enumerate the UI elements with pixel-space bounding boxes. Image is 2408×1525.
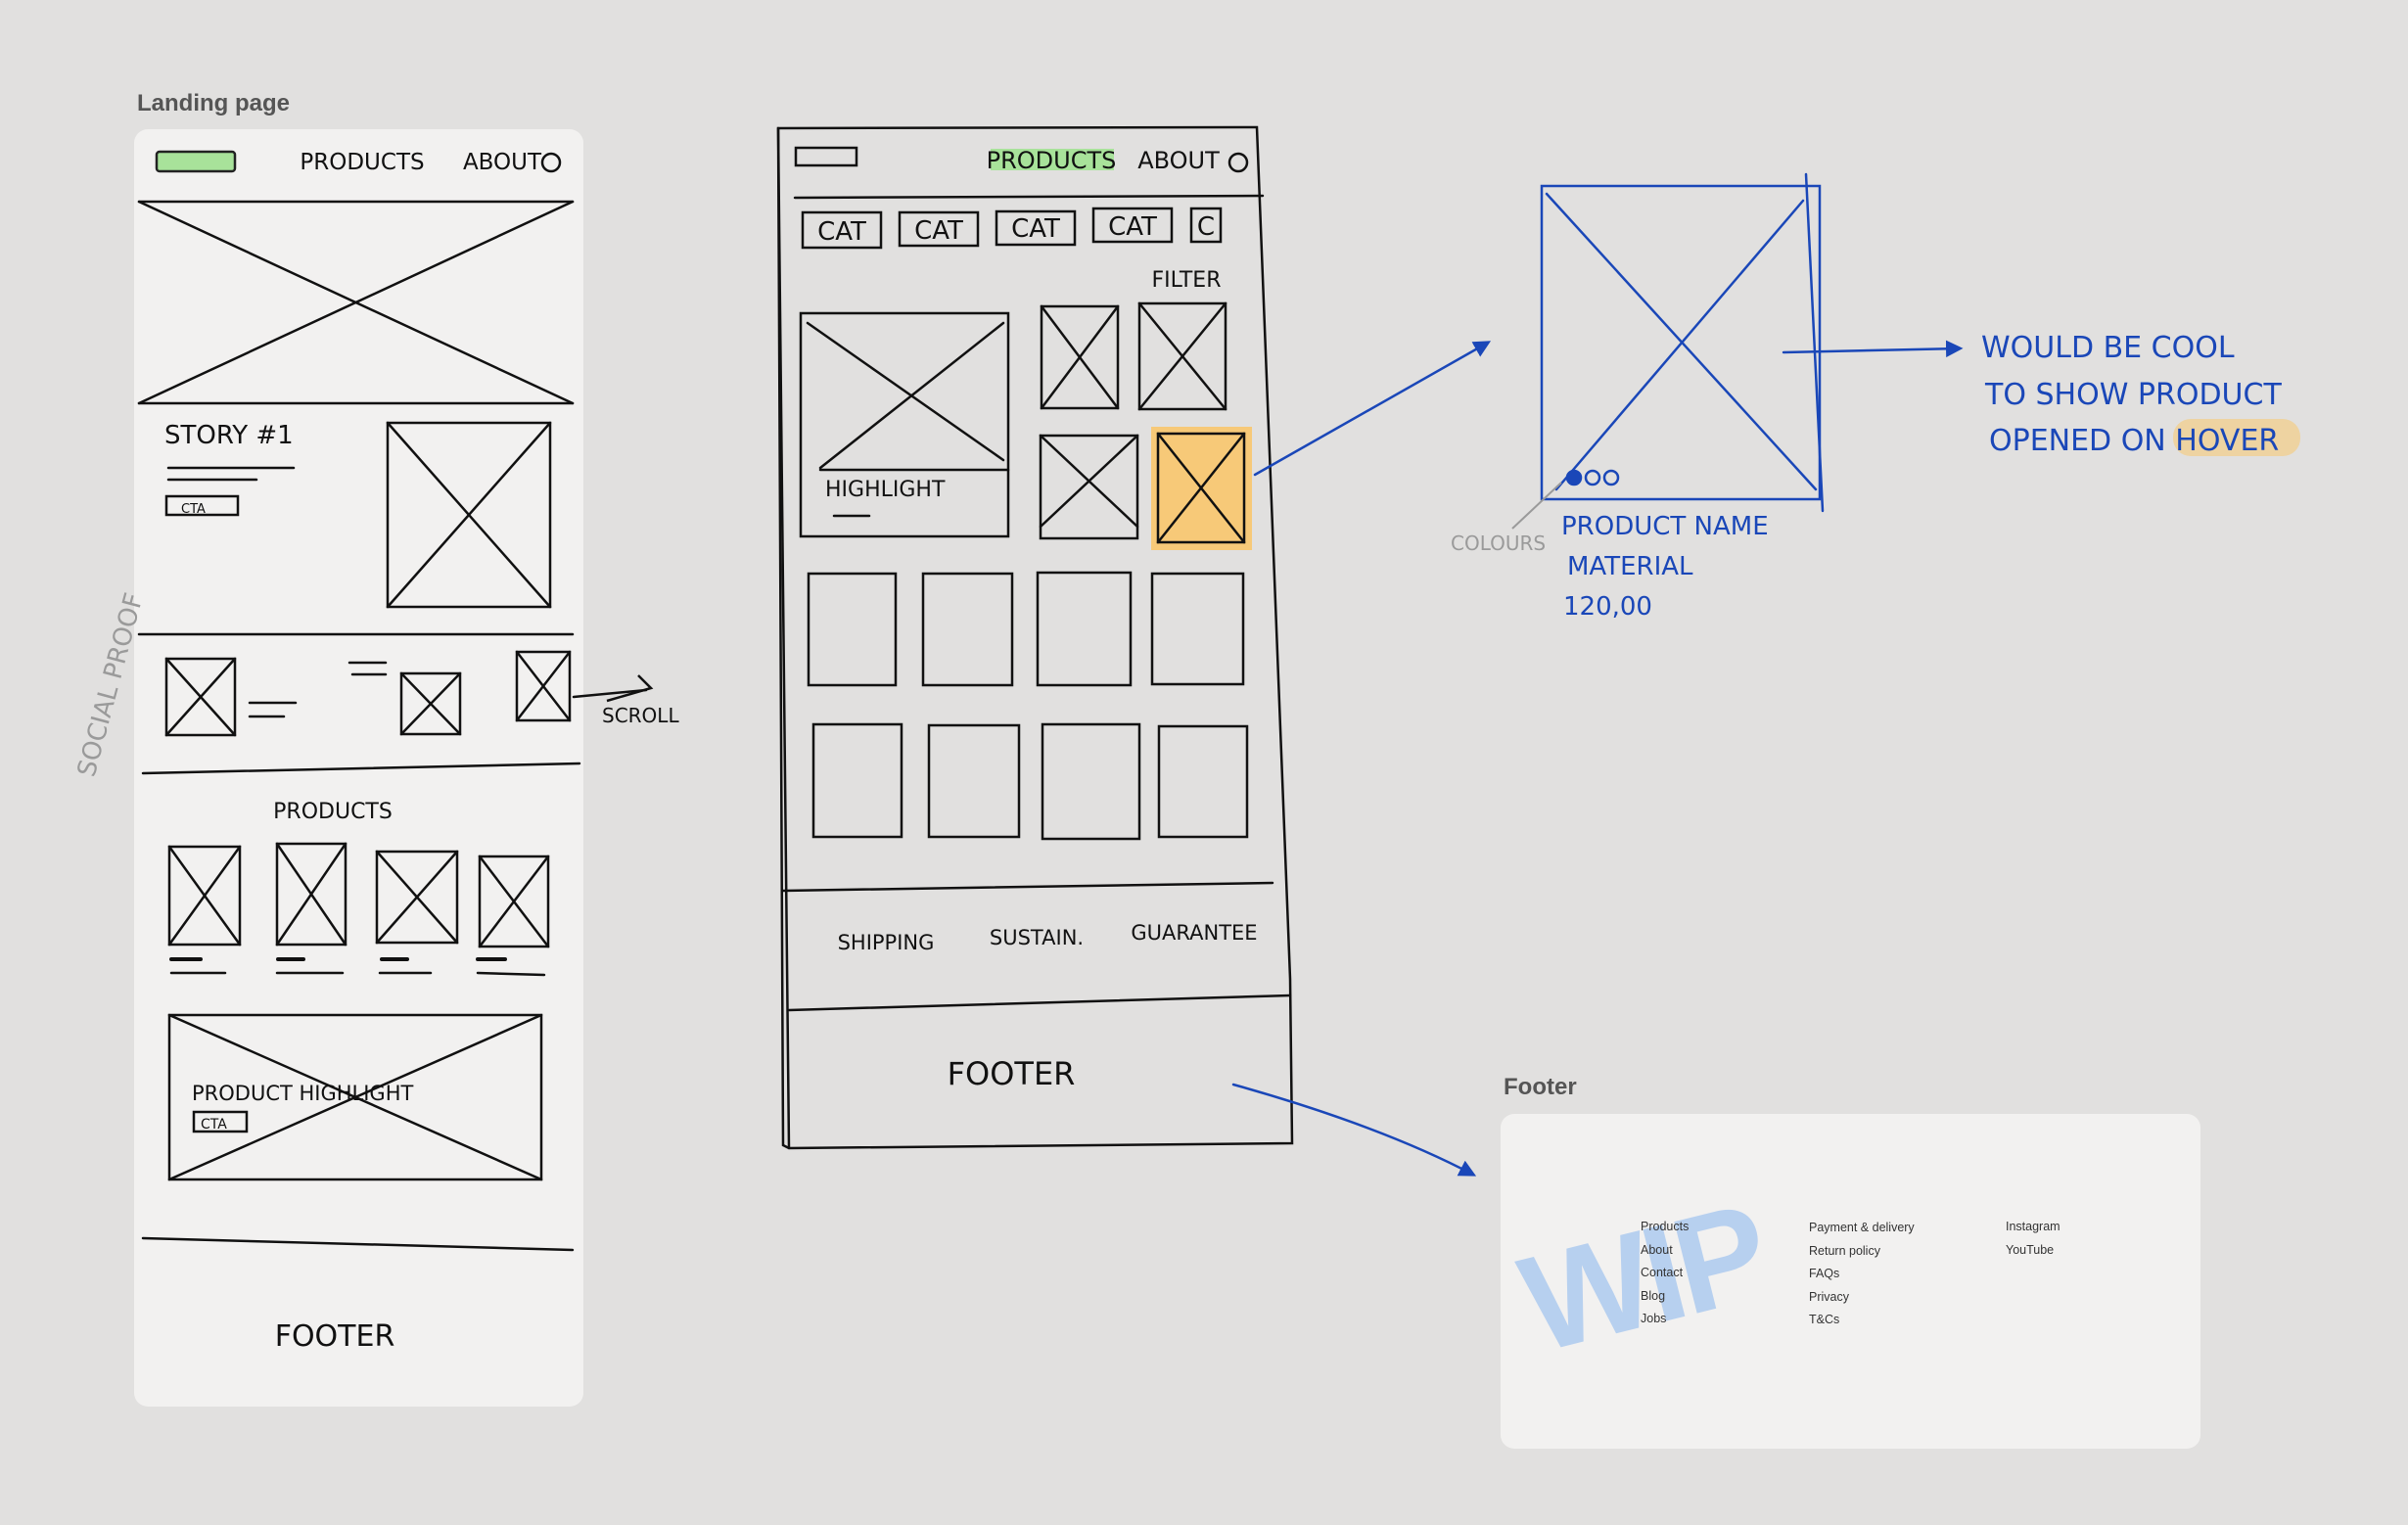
usp-guarantee: GUARANTEE [1131, 921, 1257, 945]
products-footer-label: FOOTER [948, 1055, 1076, 1092]
product-price-label: 120,00 [1563, 592, 1652, 622]
product-tile[interactable] [921, 572, 1014, 687]
product-tile[interactable] [1039, 434, 1139, 540]
highlight-label: HIGHLIGHT [825, 478, 946, 502]
cart-icon [540, 152, 562, 173]
category-chip[interactable] [801, 210, 883, 250]
scroll-arrow [606, 674, 654, 703]
landing-product-row [167, 842, 550, 977]
footer-arrow [1231, 1083, 1477, 1177]
active-nav-highlight [991, 149, 1114, 170]
category-label: C [1197, 212, 1215, 242]
product-tile[interactable] [807, 572, 898, 687]
story-title: STORY #1 [164, 421, 294, 450]
product-material-label: MATERIAL [1567, 552, 1693, 581]
story-cta-label: CTA [181, 502, 206, 517]
products-heading: PRODUCTS [273, 800, 393, 824]
story-image [386, 421, 552, 609]
social-proof-note: SOCIAL PROOF [72, 590, 150, 780]
footer-link[interactable]: Payment & delivery [1809, 1221, 1915, 1234]
note-arrow [1782, 340, 1964, 358]
product-highlight-label: PRODUCT HIGHLIGHT [192, 1082, 413, 1105]
social-proof-image [399, 671, 462, 736]
filter-label[interactable]: FILTER [1152, 268, 1222, 293]
product-tile-hovered[interactable] [1156, 432, 1246, 544]
footer-links-col2: Payment & delivery Return policy FAQs Pr… [1809, 1217, 1915, 1332]
story-cta-box[interactable] [164, 494, 240, 517]
footer-frame[interactable] [1501, 1114, 2200, 1449]
footer-link[interactable]: FAQs [1809, 1267, 1840, 1280]
footer-link[interactable]: About [1641, 1242, 1673, 1257]
product-tile[interactable] [1157, 724, 1249, 839]
highlight-cta-box[interactable] [192, 1110, 249, 1133]
products-nav-products[interactable]: PRODUCTS [987, 147, 1117, 174]
colours-pointer [1511, 482, 1562, 530]
footer-link[interactable]: YouTube [2006, 1242, 2055, 1257]
logo-placeholder [155, 150, 237, 173]
colour-swatch[interactable] [1584, 469, 1601, 486]
category-label: CAT [817, 217, 866, 247]
products-nav-about[interactable]: ABOUT [1137, 147, 1220, 174]
footer-link[interactable]: Contact [1641, 1266, 1684, 1279]
highlight-tile [799, 311, 1010, 538]
category-chip[interactable] [995, 209, 1077, 247]
footer-link[interactable]: Products [1641, 1220, 1690, 1233]
hover-word-highlight [2173, 419, 2300, 456]
landing-frame-label: Landing page [137, 90, 290, 116]
category-chip[interactable] [1091, 207, 1174, 244]
product-tile[interactable] [1150, 572, 1245, 686]
cart-icon [1227, 152, 1249, 173]
logo-placeholder [794, 146, 858, 167]
landing-footer-label: FOOTER [275, 1319, 395, 1354]
category-chip[interactable] [1189, 207, 1223, 244]
scroll-note: SCROLL [602, 704, 679, 727]
product-name-label: PRODUCT NAME [1561, 512, 1769, 541]
footer-link[interactable]: Privacy [1809, 1289, 1849, 1304]
product-card-sketch [1231, 172, 1964, 1177]
footer-link[interactable]: Blog [1641, 1288, 1666, 1303]
product-tile[interactable] [1041, 722, 1141, 841]
category-chip[interactable] [898, 210, 980, 248]
product-card-image [1540, 184, 1822, 501]
highlight-cta-label: CTA [201, 1117, 227, 1132]
category-label: CAT [914, 216, 963, 246]
footer-links-col1: Products About Contact Blog Jobs [1641, 1216, 1689, 1331]
landing-nav-products[interactable]: PRODUCTS [300, 150, 424, 175]
hover-note-line2: TO SHOW PRODUCT [1984, 378, 2282, 412]
product-tile[interactable] [1040, 304, 1120, 410]
landing-nav-about[interactable]: ABOUT [463, 150, 542, 175]
colours-note: COLOURS [1451, 531, 1546, 555]
hover-note-line3: OPENED ON HOVER [1989, 424, 2279, 458]
colour-swatch[interactable] [1602, 469, 1620, 486]
product-tile[interactable] [1036, 571, 1133, 687]
colour-swatch[interactable] [1565, 469, 1583, 486]
products-page-wireframe [776, 125, 1294, 1150]
footer-link[interactable]: T&Cs [1809, 1313, 1840, 1326]
footer-link[interactable]: Return policy [1809, 1243, 1880, 1258]
footer-frame-label: Footer [1504, 1074, 1577, 1100]
product-tile[interactable] [1137, 301, 1227, 411]
category-label: CAT [1011, 214, 1060, 244]
footer-link[interactable]: Jobs [1641, 1312, 1667, 1325]
hover-detail-arrow [1253, 341, 1492, 477]
social-proof-image [515, 650, 572, 722]
category-label: CAT [1108, 212, 1157, 242]
landing-wireframe [137, 150, 648, 1252]
usp-sustain: SUSTAIN. [990, 926, 1084, 949]
product-highlight-box [167, 1013, 543, 1181]
product-tile[interactable] [927, 723, 1021, 839]
hover-note-line1: WOULD BE COOL [1981, 331, 2235, 365]
footer-link[interactable]: Instagram [2006, 1220, 2061, 1233]
product-tile[interactable] [811, 722, 903, 839]
footer-links-col3: Instagram YouTube [2006, 1216, 2061, 1262]
social-proof-image [164, 657, 237, 737]
usp-shipping: SHIPPING [838, 931, 935, 954]
